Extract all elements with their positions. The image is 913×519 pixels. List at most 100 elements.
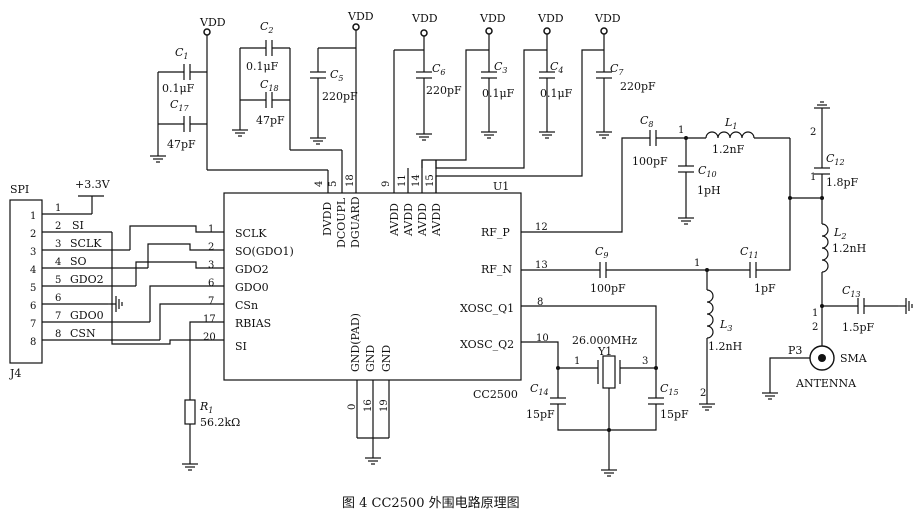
pin-name-gnd-16: GND	[364, 345, 377, 372]
j4-pin-num-8: 8	[30, 337, 36, 348]
pin-num-15: 15	[425, 174, 436, 187]
c7-value: 220pF	[620, 80, 656, 93]
c18-value: 47pF	[256, 114, 285, 127]
c14-label: C14	[530, 382, 549, 397]
c13-label: C13	[842, 284, 861, 299]
l2-value: 1.2nH	[832, 242, 866, 255]
l3-label: L3	[719, 318, 732, 333]
node-num-y1-3: 3	[642, 356, 648, 367]
pin-num-11: 11	[397, 174, 408, 187]
pin-num-4: 4	[314, 181, 325, 187]
pin-num-17: 17	[203, 314, 216, 325]
pin-num-5: 5	[328, 181, 339, 187]
ic-ref-label: U1	[493, 180, 509, 193]
l2-label: L2	[833, 226, 846, 241]
pin-name-xosc-q1: XOSC_Q1	[460, 302, 514, 315]
j4-net-si: SI	[72, 219, 84, 232]
vdd-label-1: VDD	[199, 16, 226, 29]
connector-j4: SPI J4 1 2 3 4 5 6 7 8 1 2 SI 3 SCLK 4 S…	[9, 178, 160, 380]
pin-name-gdo0: GDO0	[235, 281, 269, 294]
pin-num-1: 1	[208, 224, 214, 235]
l3-value: 1.2nH	[708, 340, 742, 353]
j4-pin-num-6: 6	[30, 301, 36, 312]
ic-part-label: CC2500	[473, 388, 518, 401]
c5-value: 220pF	[322, 90, 358, 103]
c8-label: C8	[640, 114, 654, 129]
antenna-ref: P3	[788, 344, 802, 357]
c1-value: 0.1μF	[162, 82, 195, 95]
cap-group-c2-c18: C2 0.1μF C18 47pF	[231, 20, 342, 151]
resistor-r1: R1 56.2kΩ	[181, 399, 240, 471]
figure-caption: 图 4 CC2500 外围电路原理图	[342, 495, 520, 511]
pin-name-dvdd: DVDD	[321, 202, 334, 236]
vdd-label-4: VDD	[479, 12, 506, 25]
pin-num-19: 19	[379, 399, 390, 412]
c4-value: 0.1μF	[540, 87, 573, 100]
pin-num-2: 2	[208, 242, 214, 253]
c10-value: 1pH	[697, 184, 721, 197]
pin-num-6: 6	[208, 278, 214, 289]
node-num-c12-bot: 1	[810, 172, 816, 183]
pin-num-13: 13	[535, 260, 548, 271]
c1-label: C1	[175, 46, 189, 61]
pin-num-14: 14	[411, 174, 422, 187]
c17-value: 47pF	[167, 138, 196, 151]
sma-connector-icon	[818, 354, 826, 362]
cap-c7: VDD C7 220pF	[435, 12, 656, 193]
j4-net-num-7: 7	[55, 311, 61, 322]
c8-value: 100pF	[632, 155, 668, 168]
pin-name-gnd-19: GND	[380, 345, 393, 372]
c2-value: 0.1μF	[246, 60, 279, 73]
c6-value: 220pF	[426, 84, 462, 97]
c15-value: 15pF	[660, 408, 689, 421]
rf-p-network: 1 C8 100pF L1 1.2nF C10 1pH	[521, 114, 790, 233]
pin-name-dguard: DGUARD	[349, 196, 362, 248]
pin-name-avdd-9: AVDD	[388, 203, 401, 237]
cap-c3: VDD C3 0.1μF	[421, 12, 515, 168]
ic-bottom-ground	[356, 380, 390, 465]
j4-net-num-4: 4	[55, 257, 61, 268]
pin-name-sclk: SCLK	[235, 227, 267, 240]
vdd-label-3: VDD	[411, 12, 438, 25]
j4-net-sclk: SCLK	[70, 237, 102, 250]
vdd-label-6: VDD	[594, 12, 621, 25]
pin-name-so: SO(GDO1)	[235, 245, 294, 258]
j4-net-num-1: 1	[55, 203, 61, 214]
c4-label: C4	[550, 60, 564, 75]
ic-u1: U1 CC2500 SCLK SO(GDO1) GDO2 GDO0 CSn RB…	[203, 174, 549, 412]
pin-name-avdd-14: AVDD	[416, 203, 429, 237]
node-num-y1-1: 1	[574, 356, 580, 367]
pin-name-rf-n: RF_N	[481, 263, 512, 276]
pin-num-10: 10	[536, 333, 549, 344]
pin-name-gdo2: GDO2	[235, 263, 269, 276]
pin-num-9: 9	[381, 181, 392, 187]
pin-num-3: 3	[208, 260, 214, 271]
connector-ref: J4	[9, 367, 21, 380]
l1-value: 1.2nF	[712, 143, 745, 156]
j4-net-gdo2: GDO2	[70, 273, 104, 286]
c11-label: C11	[740, 245, 759, 260]
j4-pin-num-5: 5	[30, 283, 36, 294]
y1-ref: Y1	[597, 345, 612, 358]
c3-value: 0.1μF	[482, 87, 515, 100]
j4-net-num-8: 8	[55, 329, 61, 340]
c13-value: 1.5pF	[842, 321, 875, 334]
c6-label: C6	[432, 62, 446, 77]
pin-num-16: 16	[363, 399, 374, 412]
antenna-network: 2 1 1 2 C12 1.8pF L2 1.2nH C13 1.5pF	[788, 101, 913, 346]
j4-pin-num-4: 4	[30, 265, 36, 276]
c10-label: C10	[698, 164, 717, 179]
node-num-c8: 1	[678, 125, 684, 136]
r1-value: 56.2kΩ	[200, 416, 240, 429]
pin-name-avdd-11: AVDD	[402, 203, 415, 237]
j4-pin-num-3: 3	[30, 247, 36, 258]
j4-pin-num-7: 7	[30, 319, 36, 330]
pin-name-si: SI	[235, 340, 247, 353]
j4-net-gdo0: GDO0	[70, 309, 104, 322]
pin-name-csn: CSn	[235, 299, 258, 312]
c14-value: 15pF	[526, 408, 555, 421]
pin-num-7: 7	[208, 296, 214, 307]
pin-name-dcoupl: DCOUPL	[335, 197, 348, 248]
cap-group-c1-c17: VDD C1 0.1μF C17 47pF	[149, 16, 328, 171]
pin-name-xosc-q2: XOSC_Q2	[460, 338, 514, 351]
